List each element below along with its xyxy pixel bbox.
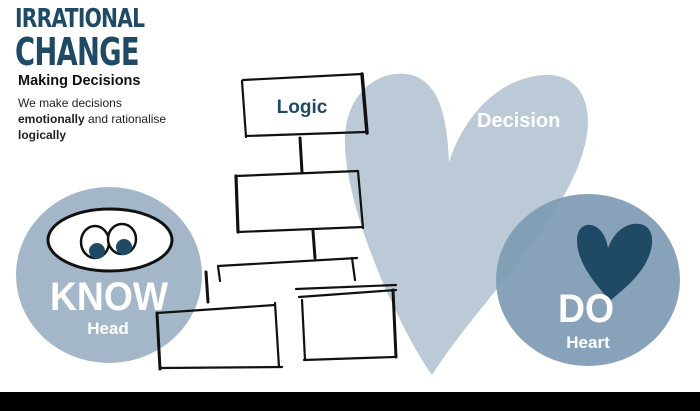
subtitle-emphasis-logically: logically <box>18 128 67 142</box>
subtitle-part-2: and rationalise <box>84 112 167 126</box>
logo-line-2: CHANGE <box>15 30 140 74</box>
slide-title: Making Decisions <box>18 73 141 89</box>
logo-line-1: IRRATIONAL <box>15 4 145 34</box>
do-label: Heart <box>566 333 610 352</box>
decision-heart <box>344 73 588 375</box>
small-heart-icon <box>577 223 653 301</box>
bottom-bar <box>0 392 700 411</box>
know-title: KNOW <box>50 275 168 319</box>
left-pupil-icon <box>89 243 105 259</box>
logic-label: Logic <box>277 97 328 118</box>
do-title: DO <box>558 287 614 331</box>
subtitle-emphasis-emotionally: emotionally <box>18 112 85 126</box>
heart-label: Decision <box>477 110 560 132</box>
logic-blocks <box>155 72 398 371</box>
slide-subtitle: We make decisions emotionally and rationa… <box>18 95 188 143</box>
subtitle-part-1: We make decisions <box>18 96 122 110</box>
right-pupil-icon <box>116 239 132 255</box>
know-label: Head <box>87 319 129 338</box>
